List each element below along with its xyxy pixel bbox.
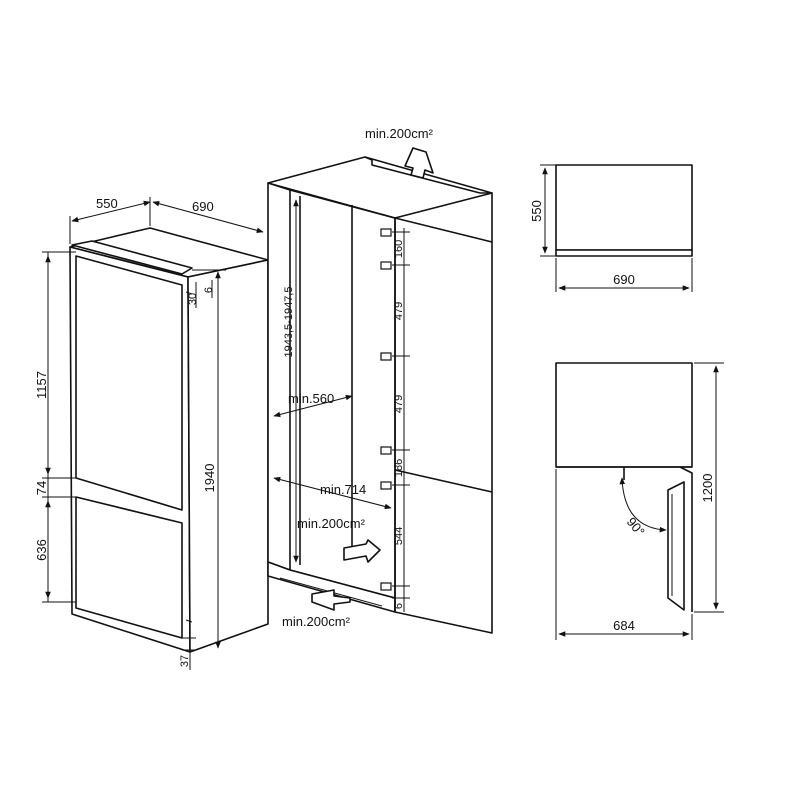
door-opening-view: 90° 1200 684 bbox=[555, 362, 724, 640]
hinge-mark bbox=[185, 619, 193, 623]
top-view-door bbox=[555, 249, 693, 257]
label-vent-mid: min.200cm² bbox=[297, 516, 366, 531]
label-544: 544 bbox=[393, 527, 405, 545]
vent-mid: min.200cm² bbox=[297, 516, 381, 563]
hinge-block bbox=[380, 582, 392, 591]
appliance-view bbox=[69, 227, 269, 653]
label-min714: min.714 bbox=[320, 482, 366, 497]
hinge-spacing-dims: 160 479 479 186 544 6 bbox=[392, 228, 410, 612]
cabinet-door-upper bbox=[394, 217, 493, 634]
label-topview-690: 690 bbox=[613, 272, 635, 287]
dimension-min560: min.560 bbox=[273, 391, 353, 418]
dimension-1940: 1940 bbox=[192, 269, 226, 649]
label-30: 30 bbox=[187, 293, 199, 305]
door-split-line bbox=[394, 469, 493, 493]
dimension-door-heights: 1157 74 636 bbox=[34, 251, 76, 603]
label-37: 37 bbox=[179, 655, 191, 667]
dimension-min714: min.714 bbox=[273, 476, 392, 510]
label-vent-bottom: min.200cm² bbox=[282, 614, 351, 629]
label-636: 636 bbox=[34, 539, 49, 561]
label-1200: 1200 bbox=[700, 474, 715, 503]
cabinet-left-side bbox=[267, 182, 291, 571]
hinge-block bbox=[380, 446, 392, 455]
label-1940: 1940 bbox=[202, 464, 217, 493]
label-690-left: 690 bbox=[192, 199, 214, 214]
open-door bbox=[667, 481, 685, 611]
door-view-body bbox=[555, 362, 693, 468]
dimension-37: 37 bbox=[179, 630, 196, 670]
label-niche-height: 1943,5-1947,5 bbox=[283, 287, 295, 358]
label-74: 74 bbox=[34, 481, 49, 495]
label-160: 160 bbox=[393, 240, 405, 258]
vent-top-arrow: min.200cm² bbox=[365, 126, 434, 179]
hinge-block bbox=[380, 261, 392, 270]
label-479b: 479 bbox=[393, 395, 405, 413]
label-min560: min.560 bbox=[288, 391, 334, 406]
label-186: 186 bbox=[393, 459, 405, 477]
top-view: 550 690 bbox=[529, 164, 693, 292]
hinge-block bbox=[380, 352, 392, 361]
niche-view bbox=[267, 156, 493, 634]
label-6-top: 6 bbox=[203, 287, 215, 293]
label-topview-550: 550 bbox=[529, 200, 544, 222]
hinge-block bbox=[380, 228, 392, 237]
label-vent-top: min.200cm² bbox=[365, 126, 434, 141]
top-view-body bbox=[555, 164, 693, 251]
hinge-mark bbox=[185, 291, 193, 295]
vent-bottom: min.200cm² bbox=[282, 589, 351, 629]
dimension-top-small: 30 6 bbox=[187, 280, 215, 308]
top-rail bbox=[71, 240, 193, 275]
hinge-block bbox=[380, 481, 392, 490]
label-6-bottom: 6 bbox=[393, 603, 405, 609]
hinge-blocks bbox=[380, 228, 392, 591]
label-684: 684 bbox=[613, 618, 635, 633]
label-angle: 90° bbox=[624, 514, 648, 539]
label-1157: 1157 bbox=[34, 371, 49, 399]
appliance-side bbox=[187, 259, 269, 653]
upper-door bbox=[75, 255, 183, 511]
dimension-550-left: 550 bbox=[69, 196, 151, 244]
label-479a: 479 bbox=[393, 302, 405, 320]
label-550-left: 550 bbox=[96, 196, 118, 211]
